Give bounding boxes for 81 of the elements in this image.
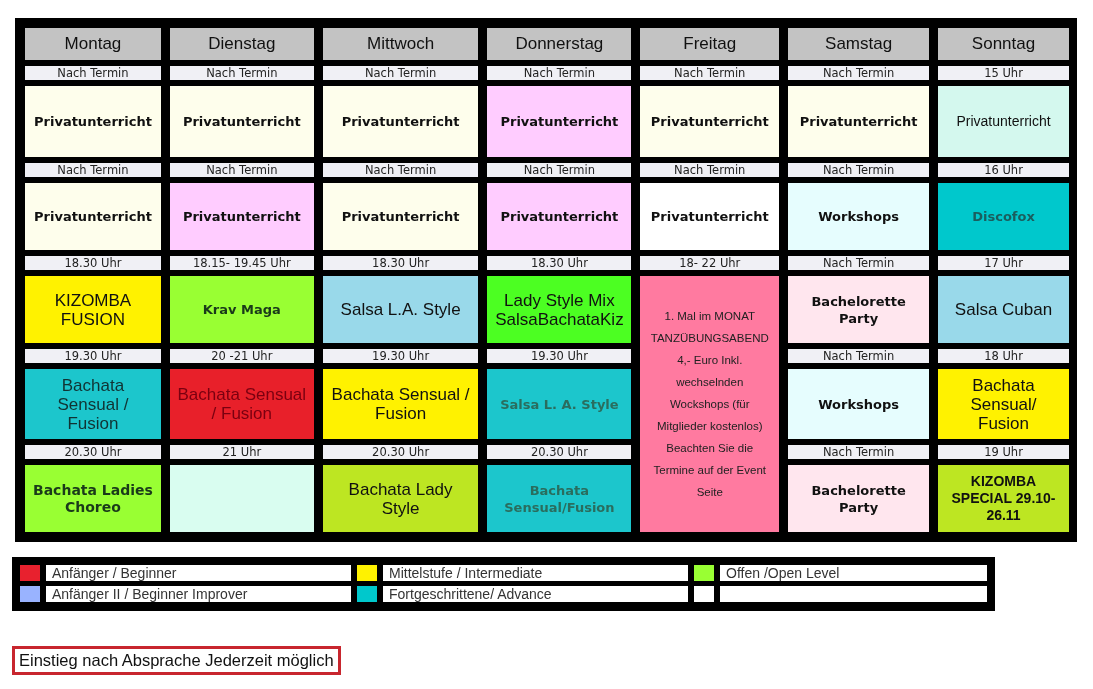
time-slot: 15 Uhr — [938, 66, 1069, 80]
time-slot: 19.30 Uhr — [487, 349, 632, 363]
course-name: Privatunterricht — [25, 86, 161, 157]
time-slot: 17 Uhr — [938, 256, 1069, 270]
time-slot: 21 Uhr — [169, 445, 314, 459]
course-name: Salsa L. A. Style — [487, 369, 632, 439]
time-slot: Nach Termin — [487, 163, 632, 177]
course-name: Privatunterricht — [487, 86, 632, 157]
course-name: Privatunterricht — [169, 183, 314, 250]
course-name: Bachelorette Party — [788, 276, 930, 343]
course-name: Privatunterricht — [640, 86, 780, 157]
course-name: Privatunterricht — [322, 183, 479, 250]
time-slot: Nach Termin — [788, 66, 930, 80]
time-slot: Nach Termin — [25, 163, 161, 177]
course-name: Bachata Sensual/ Fusion — [938, 369, 1069, 439]
time-slot: 20.30 Uhr — [487, 445, 632, 459]
course-name: Salsa L.A. Style — [322, 276, 479, 343]
time-slot: Nach Termin — [788, 256, 930, 270]
time-slot: 18.30 Uhr — [487, 256, 632, 270]
course-name: Krav Maga — [169, 276, 314, 343]
time-slot: 18 Uhr — [938, 349, 1069, 363]
time-slot: Nach Termin — [788, 163, 930, 177]
course-name: Bachata Sensual / Fusion — [322, 369, 479, 439]
time-slot: Nach Termin — [322, 66, 479, 80]
course-name: Privatunterricht — [640, 183, 780, 250]
empty-legend-field — [720, 586, 987, 602]
time-slot: 18.15- 19.45 Uhr — [169, 256, 314, 270]
course-name: Bachata Sensual/Fusion — [487, 465, 632, 532]
day-heading: Mittwoch — [322, 28, 479, 60]
time-slot: 19.30 Uhr — [25, 349, 161, 363]
legend-text: Anfänger / Beginner — [46, 565, 351, 581]
day-heading: Freitag — [640, 28, 780, 60]
course-name: KIZOMBA SPECIAL 29.10-26.11 — [938, 465, 1069, 532]
time-slot: Nach Termin — [169, 66, 314, 80]
empty-legend-swatch — [694, 586, 714, 602]
time-slot: Nach Termin — [25, 66, 161, 80]
time-slot: Nach Termin — [322, 163, 479, 177]
course-name: Workshops — [788, 369, 930, 439]
note-text: Einstieg nach Absprache Jederzeit möglich — [12, 646, 341, 675]
time-slot: 19 Uhr — [938, 445, 1069, 459]
course-name: Discofox — [938, 183, 1069, 250]
course-name: Bachata Sensual / Fusion — [169, 369, 314, 439]
day-heading: Samstag — [788, 28, 930, 60]
course-name: Bachata Sensual / Fusion — [25, 369, 161, 439]
legend-text: Anfänger II / Beginner Improver — [46, 586, 351, 602]
day-heading: Sonntag — [938, 28, 1069, 60]
time-slot: Nach Termin — [788, 349, 930, 363]
time-slot: 20.30 Uhr — [25, 445, 161, 459]
course-name: Workshops — [788, 183, 930, 250]
course-name: Privatunterricht — [169, 86, 314, 157]
time-slot: 20 -21 Uhr — [169, 349, 314, 363]
course-name: Salsa Cuban — [938, 276, 1069, 343]
legend-text: Mittelstufe / Intermediate — [383, 565, 688, 581]
time-slot: 16 Uhr — [938, 163, 1069, 177]
course-name: Bachata Ladies Choreo — [25, 465, 161, 532]
legend-text: Offen /Open Level — [720, 565, 987, 581]
day-heading: Montag — [25, 28, 161, 60]
time-slot: 18- 22 Uhr — [640, 256, 780, 270]
time-slot: Nach Termin — [487, 66, 632, 80]
empty-course-slot — [169, 465, 314, 532]
day-heading: Donnerstag — [487, 28, 632, 60]
course-name: Privatunterricht — [487, 183, 632, 250]
time-slot: Nach Termin — [169, 163, 314, 177]
time-slot: Nach Termin — [640, 163, 780, 177]
course-name: KIZOMBA FUSION — [25, 276, 161, 343]
legend-text: Fortgeschrittene/ Advance — [383, 586, 688, 602]
time-slot: 19.30 Uhr — [322, 349, 479, 363]
course-name: Privatunterricht — [25, 183, 161, 250]
time-slot: 18.30 Uhr — [25, 256, 161, 270]
course-name: Bachelorette Party — [788, 465, 930, 532]
course-name: Privatunterricht — [322, 86, 479, 157]
course-name: Privatunterricht — [938, 86, 1069, 157]
course-name: Privatunterricht — [788, 86, 930, 157]
time-slot: 18.30 Uhr — [322, 256, 479, 270]
time-slot: Nach Termin — [788, 445, 930, 459]
day-heading: Dienstag — [169, 28, 314, 60]
event-note: 1. Mal im MONAT TANZÜBUNGSABEND 4,- Euro Inkl. wechselnden Wockshops (für Mitglieder kostenlos) Beachten Sie die Termine auf der Event Seite — [640, 276, 780, 532]
course-name: Bachata Lady Style — [322, 465, 479, 532]
time-slot: 20.30 Uhr — [322, 445, 479, 459]
time-slot: Nach Termin — [640, 66, 780, 80]
course-name: Lady Style Mix SalsaBachataKiz — [487, 276, 632, 343]
